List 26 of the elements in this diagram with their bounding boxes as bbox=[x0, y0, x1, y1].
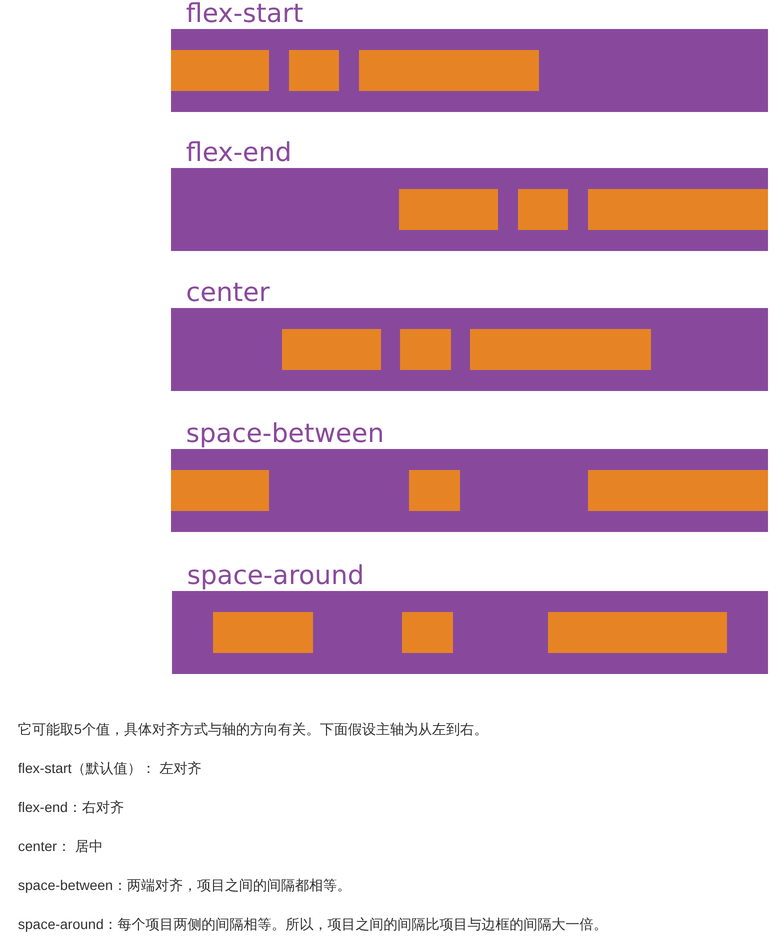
flex-item-block bbox=[359, 50, 539, 91]
band-heading: flex-end bbox=[186, 139, 292, 168]
flex-item-block bbox=[399, 189, 498, 230]
flex-item-block bbox=[409, 470, 460, 511]
flex-item-block bbox=[282, 329, 381, 370]
flex-item-block bbox=[518, 189, 568, 230]
paragraph-text: flex-start（默认值）： 左对齐 bbox=[18, 759, 202, 778]
flex-item-block bbox=[470, 329, 651, 370]
flex-item-block bbox=[213, 612, 313, 653]
flex-item-block bbox=[588, 470, 768, 511]
flex-item-block bbox=[171, 50, 269, 91]
band-heading: space-between bbox=[186, 420, 384, 449]
band-heading: flex-start bbox=[186, 0, 304, 29]
flex-item-block bbox=[402, 612, 453, 653]
paragraph-text: 它可能取5个值，具体对齐方式与轴的方向有关。下面假设主轴为从左到右。 bbox=[18, 720, 488, 739]
paragraph-text: center： 居中 bbox=[18, 837, 103, 856]
flex-item-block bbox=[548, 612, 727, 653]
flex-item-block bbox=[289, 50, 339, 91]
paragraph-text: space-between：两端对齐，项目之间的间隔都相等。 bbox=[18, 876, 351, 895]
flex-item-block bbox=[171, 470, 269, 511]
flex-item-block bbox=[400, 329, 451, 370]
paragraph-text: space-around：每个项目两侧的间隔相等。所以，项目之间的间隔比项目与边框的间隔大一倍。 bbox=[18, 915, 608, 934]
paragraph-text: flex-end：右对齐 bbox=[18, 798, 124, 817]
flex-item-block bbox=[588, 189, 768, 230]
band-heading: space-around bbox=[187, 562, 364, 591]
band-heading: center bbox=[186, 279, 270, 308]
